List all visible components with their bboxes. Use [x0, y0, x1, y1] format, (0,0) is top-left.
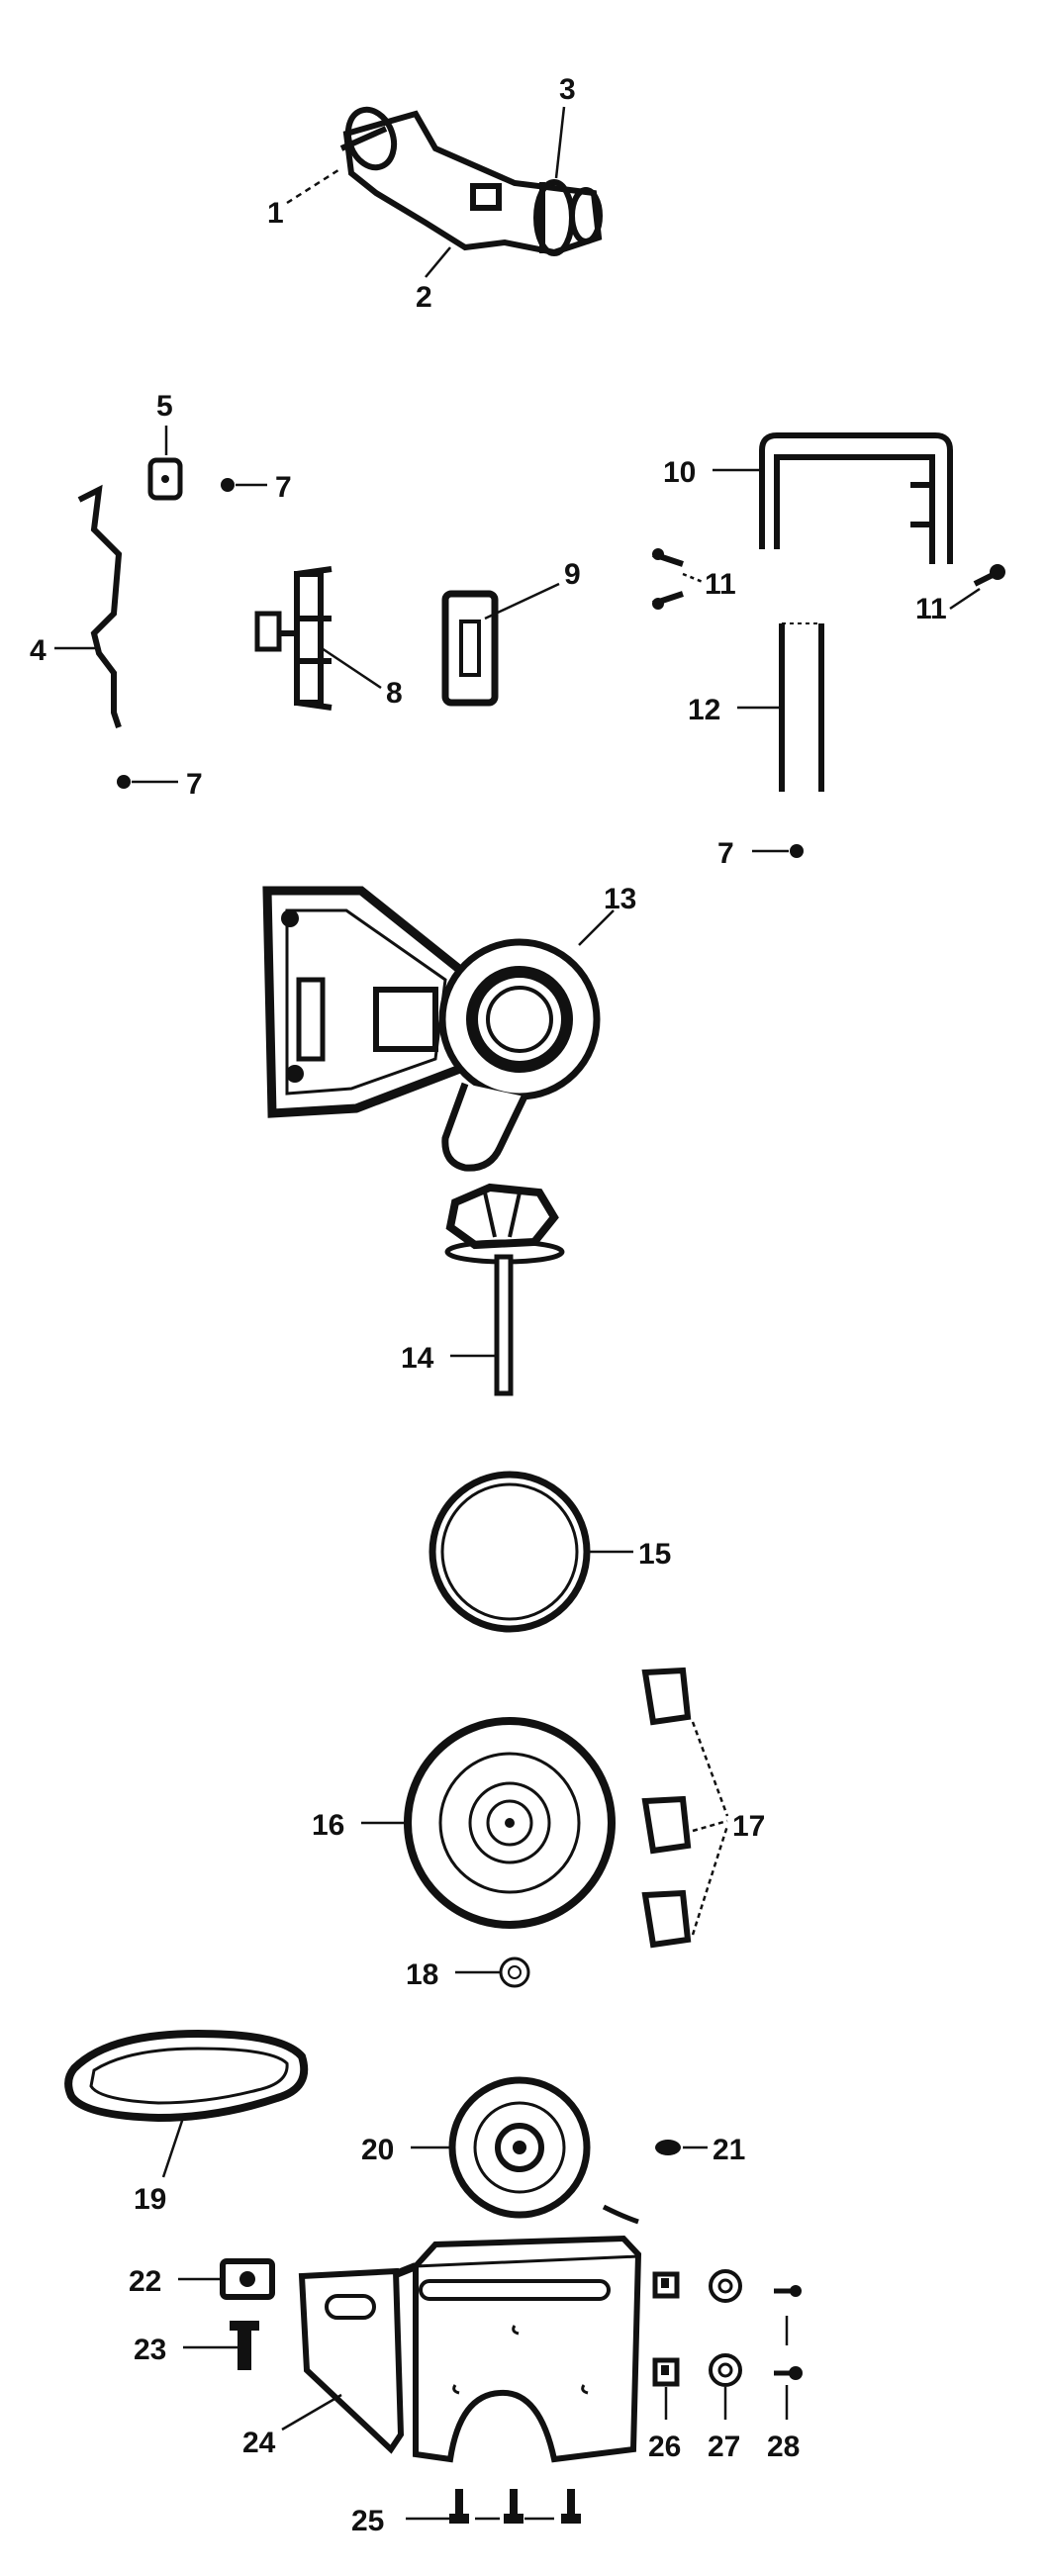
rivet-drawing-b [117, 775, 131, 789]
rivet-drawing-c [790, 844, 804, 858]
housing-part-13-drawing [262, 886, 601, 1172]
rod-pair-part-12-drawing [779, 622, 824, 792]
callout-16: 16 [312, 1809, 344, 1842]
callout-7-lower-left: 7 [186, 768, 203, 801]
callout-13: 13 [604, 883, 636, 915]
callout-5: 5 [156, 390, 173, 423]
callout-17: 17 [732, 1810, 765, 1843]
callout-10: 10 [663, 456, 696, 489]
washer-part-18-drawing [499, 1956, 530, 1988]
callout-11-left: 11 [705, 568, 736, 601]
callout-18: 18 [406, 1958, 438, 1991]
screw-drawing-11a [652, 548, 684, 610]
clip-part-22-drawing [220, 2258, 275, 2300]
callout-24: 24 [242, 2427, 276, 2459]
callout-1: 1 [267, 197, 284, 230]
callout-19: 19 [134, 2183, 166, 2216]
bracket-rod-drawing [77, 484, 123, 728]
callout-8: 8 [386, 677, 403, 710]
callout-23: 23 [134, 2334, 166, 2366]
fastener-drawing-25 [449, 2489, 581, 2524]
callout-21: 21 [713, 2134, 745, 2166]
pulley-part-20-drawing [448, 2076, 591, 2219]
u-frame-part-10-drawing [759, 432, 953, 564]
rivet-drawing-a [221, 478, 235, 492]
nozzle-assembly-drawing [339, 106, 603, 256]
callout-27: 27 [708, 2431, 740, 2463]
callout-11-right: 11 [915, 593, 947, 625]
ring-part-15-drawing [428, 1471, 591, 1633]
nuts-part-26-drawing [652, 2271, 680, 2387]
fan-part-14-drawing [444, 1183, 565, 1396]
clips-part-17-drawing [641, 1667, 692, 1949]
nut-part-21-drawing [602, 2140, 681, 2225]
bolt-part-23-drawing [230, 2321, 259, 2370]
disc-part-16-drawing [404, 1717, 616, 1929]
callout-7-right: 7 [717, 837, 734, 870]
screw-drawing-11b [973, 564, 1005, 587]
mounting-plate-part-24-drawing [298, 2235, 642, 2463]
plate-part-9-drawing [441, 590, 499, 707]
callout-26: 26 [648, 2431, 681, 2463]
screws-part-28-drawing [774, 2285, 803, 2380]
callout-22: 22 [129, 2265, 161, 2298]
belt-part-19-drawing [64, 2029, 309, 2123]
callout-14: 14 [401, 1342, 434, 1375]
callout-4: 4 [30, 634, 47, 667]
callout-9: 9 [564, 558, 581, 591]
callout-25: 25 [351, 2505, 384, 2537]
callout-12: 12 [688, 694, 720, 726]
callout-28: 28 [767, 2431, 800, 2463]
callout-7-upper-left: 7 [275, 471, 292, 504]
latch-part-8-drawing [254, 566, 333, 711]
clip-part-5-drawing [147, 457, 183, 501]
callout-15: 15 [638, 1538, 671, 1571]
callout-20: 20 [361, 2134, 394, 2166]
callout-3: 3 [559, 73, 576, 106]
washers-part-27-drawing [709, 2269, 742, 2387]
callout-2: 2 [416, 281, 432, 314]
